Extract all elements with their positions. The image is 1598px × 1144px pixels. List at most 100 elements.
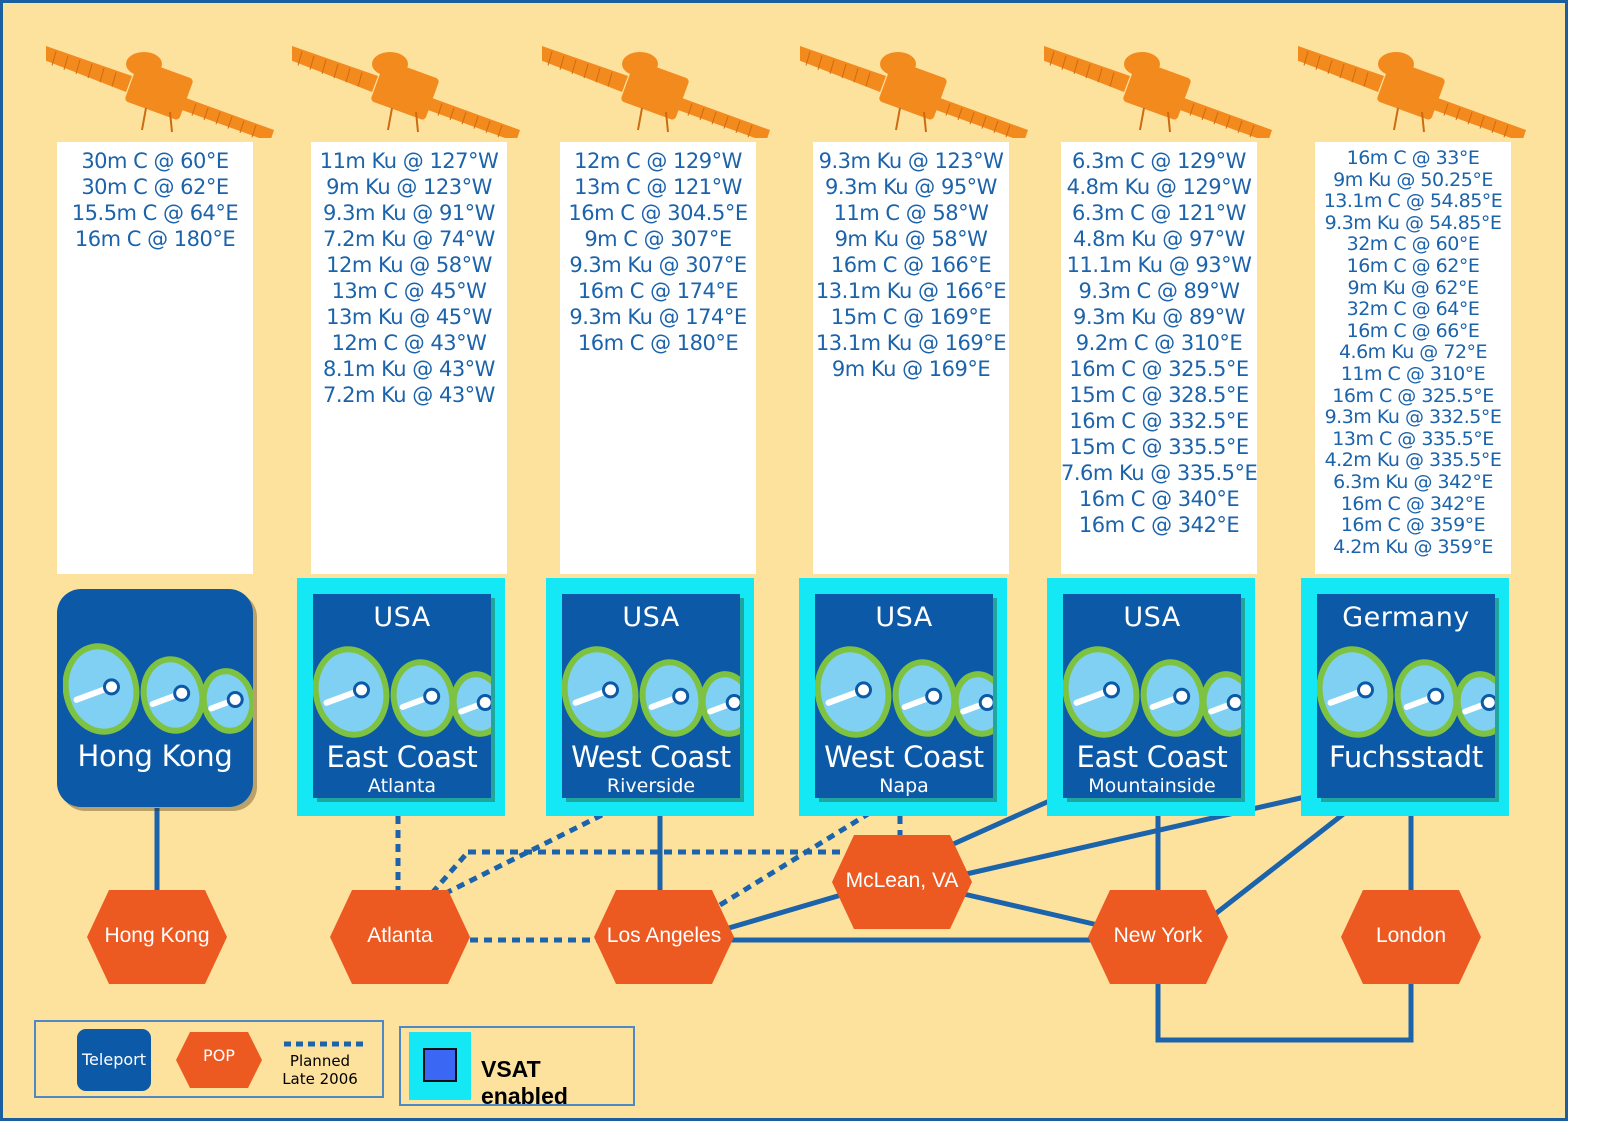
antenna-item: 9.3m Ku @ 91°W [323, 201, 495, 225]
link-mclean-ny [954, 889, 1099, 928]
network-links [87, 794, 1481, 1043]
antenna-item: 9.3m Ku @ 174°E [569, 305, 747, 329]
antenna-item: 6.3m Ku @ 342°E [1333, 470, 1493, 493]
teleport-city: Riverside [606, 775, 696, 797]
legend-planned-line [284, 1041, 364, 1047]
antenna-item: 15m C @ 169°E [830, 305, 992, 329]
antenna-item: 16m C @ 66°E [1346, 319, 1480, 342]
satellite-icon [290, 38, 522, 142]
satellite-dish-icon [1063, 646, 1241, 742]
antenna-item: 16m C @ 342°E [1078, 513, 1240, 537]
link-la-mclean [721, 890, 849, 933]
antenna-item: 13m Ku @ 45°W [326, 305, 492, 329]
antenna-item: 9m Ku @ 62°E [1347, 276, 1479, 299]
antenna-item: 13m C @ 121°W [574, 175, 742, 199]
satellite-dish-icon [562, 646, 740, 742]
antenna-item: 13.1m Ku @ 169°E [815, 331, 1007, 355]
antenna-item: 11m C @ 58°W [833, 201, 989, 225]
antenna-item: 12m Ku @ 58°W [326, 253, 492, 277]
satellite-dish-icon [1317, 646, 1495, 742]
antenna-item: 11m Ku @ 127°W [319, 149, 499, 173]
pop-label-newyork: New York [1113, 924, 1203, 947]
antenna-item: 16m C @ 340°E [1078, 487, 1240, 511]
teleport-location: East Coast [326, 740, 478, 774]
teleport-country: USA [373, 602, 431, 633]
teleport-card-hongkong: Hong Kong [57, 589, 253, 807]
antenna-item: 4.8m Ku @ 97°W [1073, 227, 1245, 251]
legend-vsat-swatch [409, 1032, 471, 1100]
antenna-item: 9m Ku @ 58°W [834, 227, 988, 251]
antenna-item: 16m C @ 180°E [74, 227, 236, 251]
antenna-item: 4.2m Ku @ 335.5°E [1324, 449, 1502, 472]
teleport-location: West Coast [571, 740, 731, 774]
antenna-item: 30m C @ 62°E [81, 175, 229, 199]
satellite-dish-icon [815, 646, 993, 742]
antenna-item: 15m C @ 328.5°E [1069, 383, 1249, 407]
legend-planned: Planned Late 2006 [276, 1052, 364, 1088]
antenna-item: 12m C @ 129°W [574, 149, 742, 173]
teleport-city: Atlanta [367, 775, 437, 797]
antenna-item: 9.3m Ku @ 89°W [1073, 305, 1245, 329]
antenna-item: 11m C @ 310°E [1340, 362, 1486, 385]
antenna-item: 9m Ku @ 169°E [831, 357, 991, 381]
teleport-country: Germany [1342, 602, 1470, 633]
antenna-item: 7.2m Ku @ 43°W [323, 383, 495, 407]
antenna-item: 16m C @ 180°E [577, 331, 739, 355]
antenna-item: 16m C @ 174°E [577, 279, 739, 303]
antenna-item: 15m C @ 335.5°E [1069, 435, 1249, 459]
legend-pop: POP [203, 1046, 235, 1065]
antenna-item: 13m C @ 335.5°E [1332, 427, 1494, 450]
pop-hexagon-newyork [1088, 890, 1228, 984]
planned-link-atlanta-mclean-a [430, 850, 470, 895]
pop-label-losangeles: Los Angeles [606, 924, 722, 947]
antenna-item: 4.2m Ku @ 359°E [1333, 535, 1493, 558]
antenna-item: 9m Ku @ 123°W [326, 175, 492, 199]
pop-label-atlanta: Atlanta [367, 924, 433, 947]
pop-label-hongkong: Hong Kong [104, 924, 210, 947]
pop-label-london: London [1375, 924, 1447, 947]
antenna-item: 16m C @ 304.5°E [568, 201, 748, 225]
diagram-canvas [0, 0, 1568, 1121]
antenna-item: 32m C @ 60°E [1346, 233, 1480, 256]
antenna-item: 7.6m Ku @ 335.5°E [1061, 461, 1257, 485]
teleport-location: East Coast [1076, 740, 1228, 774]
antenna-item: 16m C @ 33°E [1346, 147, 1480, 169]
antenna-item: 16m C @ 325.5°E [1069, 357, 1249, 381]
teleport-city: Mountainside [1088, 775, 1216, 797]
pop-label-mclean: McLean, VA [845, 869, 959, 892]
antenna-item: 9.3m Ku @ 307°E [569, 253, 747, 277]
satellite-dish-icon [313, 646, 491, 742]
planned-link-riverside-atlanta [430, 811, 606, 903]
teleport-country: USA [1123, 602, 1181, 633]
legend-teleport: Teleport [77, 1029, 151, 1091]
satellite-icon [44, 38, 276, 142]
antenna-item: 9.3m Ku @ 95°W [825, 175, 997, 199]
antenna-item: 15.5m C @ 64°E [71, 201, 239, 225]
teleport-country: USA [622, 602, 680, 633]
antenna-item: 7.2m Ku @ 74°W [323, 227, 495, 251]
antenna-item: 9m C @ 307°E [584, 227, 732, 251]
pop-hexagon-atlanta [330, 890, 470, 984]
antenna-item: 13.1m Ku @ 166°E [815, 279, 1007, 303]
antenna-item: 30m C @ 60°E [81, 149, 229, 173]
antenna-item: 13.1m C @ 54.85°E [1323, 190, 1503, 213]
legend-pop-hexagon [176, 1032, 262, 1088]
antenna-item: 9.2m C @ 310°E [1075, 331, 1243, 355]
teleport-location: Fuchsstadt [1329, 740, 1483, 774]
satellite-icon [798, 38, 1030, 142]
legend-planned-line2: Late 2006 [282, 1070, 358, 1088]
antenna-item: 9.3m C @ 89°W [1078, 279, 1240, 303]
antenna-item: 16m C @ 342°E [1340, 492, 1486, 515]
antenna-item: 9.3m Ku @ 332.5°E [1324, 406, 1502, 429]
planned-link-la-napa [718, 811, 870, 908]
antenna-item: 9.3m Ku @ 54.85°E [1324, 211, 1502, 234]
